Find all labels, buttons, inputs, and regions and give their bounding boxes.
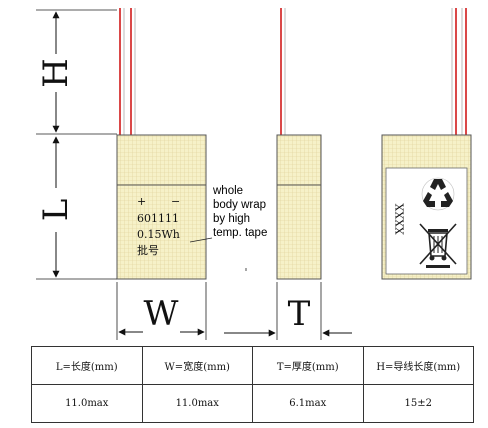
spec-value-row: 11.0max 11.0max 6.1max 15±2 bbox=[31, 384, 474, 423]
note-line-4: temp. tape bbox=[213, 227, 267, 239]
note-line-2: body wrap bbox=[213, 199, 266, 211]
recycle-icon bbox=[421, 177, 455, 211]
front-lead-wires bbox=[119, 8, 136, 135]
note-leader-line bbox=[189, 237, 213, 243]
dim-letter-l: L bbox=[36, 199, 76, 222]
batch-label: 批号 bbox=[137, 243, 159, 257]
back-lead-wires bbox=[451, 8, 467, 135]
spec-header-row: L=长度(mm) W=宽度(mm) T=厚度(mm) H=导线长度(mm) bbox=[31, 346, 474, 385]
polarity-plus: + bbox=[137, 195, 146, 208]
value-lead-length: 15±2 bbox=[362, 384, 474, 423]
header-length: L=长度(mm) bbox=[31, 346, 143, 385]
dimension-w: W bbox=[116, 282, 207, 340]
dimension-h: H bbox=[36, 9, 117, 135]
polarity-minus: − bbox=[171, 195, 180, 208]
dimension-t: T bbox=[224, 282, 352, 340]
dim-letter-h: H bbox=[36, 58, 76, 88]
back-view: XXXX bbox=[381, 8, 472, 280]
spec-table: L=长度(mm) W=宽度(mm) T=厚度(mm) H=导线长度(mm) 11… bbox=[31, 346, 474, 423]
front-cell-body bbox=[116, 134, 207, 280]
value-thickness: 6.1max bbox=[252, 384, 364, 423]
back-label-text: XXXX bbox=[394, 203, 407, 234]
side-lead-wire bbox=[280, 8, 286, 135]
note-line-1: whole bbox=[212, 185, 243, 197]
crossed-bin-icon bbox=[419, 223, 457, 268]
header-width: W=宽度(mm) bbox=[141, 346, 253, 385]
value-width: 11.0max bbox=[141, 384, 253, 423]
front-view: + − 601111 0.15Wh 批号 bbox=[116, 8, 207, 280]
note-line-3: by high bbox=[213, 213, 250, 225]
side-cell-body bbox=[276, 134, 322, 280]
header-thickness: T=厚度(mm) bbox=[252, 346, 364, 385]
capacity-label: 0.15Wh bbox=[137, 228, 180, 241]
tape-note: whole body wrap by high temp. tape bbox=[189, 185, 267, 271]
header-lead-length: H=导线长度(mm) bbox=[362, 346, 474, 385]
value-length: 11.0max bbox=[31, 384, 143, 423]
dimension-l: L bbox=[36, 136, 117, 280]
side-view bbox=[276, 8, 322, 280]
dim-letter-w: W bbox=[144, 294, 179, 334]
dim-letter-t: T bbox=[288, 294, 311, 334]
model-number: 601111 bbox=[137, 212, 179, 225]
